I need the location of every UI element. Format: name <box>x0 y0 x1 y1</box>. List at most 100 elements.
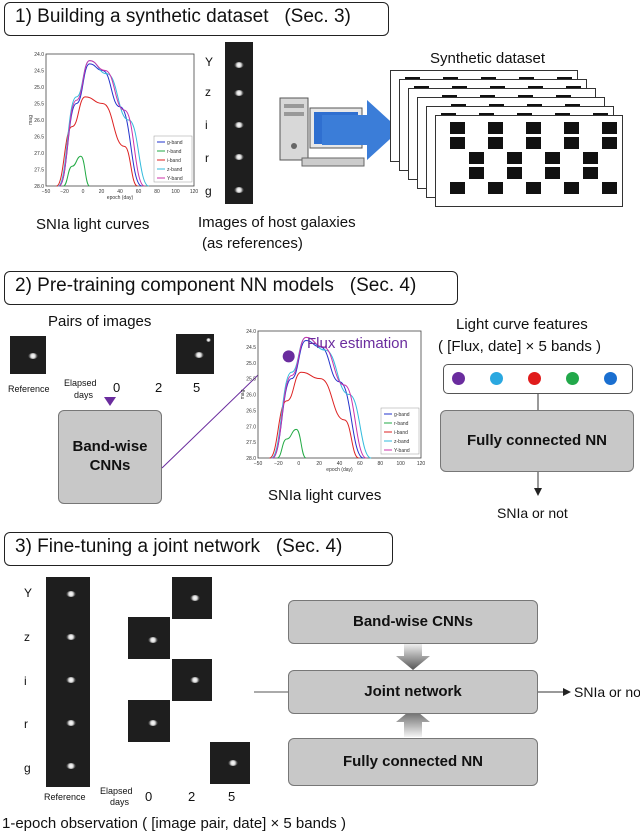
legend-item: g-band <box>167 140 183 146</box>
y-tick-label: 28.0 <box>246 456 256 462</box>
sec3-image-z-day0 <box>128 617 170 659</box>
y-tick-label: 24.0 <box>246 329 256 335</box>
y-tick-label: 25.0 <box>246 361 256 367</box>
x-tick-label: 120 <box>190 189 199 195</box>
x-tick-label: 20 <box>99 189 105 195</box>
y-tick-label: 25.5 <box>246 377 256 383</box>
y-tick-label: 28.0 <box>34 184 44 190</box>
x-axis-label: epoch (day) <box>326 467 353 473</box>
features-caption-1: Light curve features <box>456 316 588 333</box>
legend-item: Y-band <box>394 448 410 454</box>
fully-connected-nn-box: Fully connected NN <box>440 410 634 472</box>
feature-dot-Y <box>604 372 617 385</box>
sec3-image-Y-day5 <box>172 577 212 619</box>
x-tick-label: 120 <box>417 461 426 467</box>
legend-item: g-band <box>394 412 410 418</box>
x-axis-label: epoch (day) <box>107 195 134 201</box>
feature-dot-g <box>452 372 465 385</box>
x-tick-label: 80 <box>154 189 160 195</box>
sec3-band-wise-cnns-box: Band-wise CNNs <box>288 600 538 644</box>
y-tick-label: 26.0 <box>34 118 44 124</box>
sec3-output: SNIa or not <box>574 684 640 700</box>
y-tick-label: 24.0 <box>34 52 44 58</box>
legend-item: i-band <box>167 158 181 164</box>
elapsed-label-2: days <box>74 390 93 400</box>
x-tick-label: 0 <box>82 189 85 195</box>
host-galaxy-strip <box>225 42 253 204</box>
x-tick-label: 100 <box>396 461 405 467</box>
sec3-image-g-day5 <box>210 742 250 784</box>
synthetic-dataset-stack <box>390 70 640 220</box>
x-tick-label: 0 <box>297 461 300 467</box>
elapsed-label-1: Elapsed <box>64 378 97 388</box>
section3-title: 3) Fine-tuning a joint network (Sec. 4) <box>4 532 393 566</box>
sec3-band-Y: Y <box>24 586 32 600</box>
flux-estimate-dot <box>283 350 295 362</box>
legend-item: z-band <box>167 167 183 173</box>
sec1-host-caption-2: (as references) <box>202 235 303 252</box>
sec3-reference-label: Reference <box>44 792 86 802</box>
legend-item: z-band <box>394 439 410 445</box>
y-tick-label: 27.0 <box>246 424 256 430</box>
sec3-band-r: r <box>24 717 28 731</box>
sec3-day-5: 5 <box>228 789 235 804</box>
sec3-band-i: i <box>24 674 27 688</box>
sec3-image-r-day0 <box>128 700 170 742</box>
band-label-z: z <box>205 85 211 99</box>
legend-item: r-band <box>394 421 409 427</box>
y-tick-label: 27.5 <box>34 168 44 174</box>
x-tick-label: −20 <box>60 189 69 195</box>
sec3-elapsed-2: days <box>110 797 129 807</box>
section2-title: 2) Pre-training component NN models (Sec… <box>4 271 458 305</box>
sec3-band-z: z <box>24 630 30 644</box>
y-tick-label: 27.0 <box>34 151 44 157</box>
feature-dot-z <box>566 372 579 385</box>
pairs-of-images-caption: Pairs of images <box>48 313 151 330</box>
sec1-lc-caption: SNIa light curves <box>36 216 149 233</box>
x-tick-label: 60 <box>136 189 142 195</box>
features-box <box>443 364 633 394</box>
x-tick-label: 60 <box>357 461 363 467</box>
sec3-reference-strip <box>46 577 90 787</box>
band-label-g: g <box>205 184 212 198</box>
down-triangle-icon <box>104 397 116 407</box>
band-label-r: r <box>205 151 209 165</box>
section1-title: 1) Building a synthetic dataset (Sec. 3) <box>4 2 389 36</box>
pair-image <box>176 334 214 374</box>
legend-item: i-band <box>394 430 408 436</box>
y-tick-label: 27.5 <box>246 440 256 446</box>
y-tick-label: 24.5 <box>34 69 44 75</box>
band-label-Y: Y <box>205 55 213 69</box>
day-0: 0 <box>113 380 120 395</box>
y-tick-label: 26.5 <box>246 408 256 414</box>
sec3-fully-connected-box: Fully connected NN <box>288 738 538 786</box>
dataset-sheet <box>435 115 623 207</box>
y-axis-label: mag <box>28 115 34 125</box>
y-tick-label: 25.5 <box>34 102 44 108</box>
sec3-image-i-day2 <box>172 659 212 701</box>
legend-item: Y-band <box>167 176 183 182</box>
y-tick-label: 25.0 <box>34 85 44 91</box>
sec3-day-2: 2 <box>188 789 195 804</box>
reference-label: Reference <box>8 384 50 394</box>
band-wise-cnns-box: Band-wise CNNs <box>58 410 162 504</box>
reference-image <box>10 336 46 374</box>
sec2-lc-caption: SNIa light curves <box>268 487 381 504</box>
sec3-band-g: g <box>24 761 31 775</box>
day-5: 5 <box>193 380 200 395</box>
sec3-elapsed-1: Elapsed <box>100 786 133 796</box>
x-tick-label: 100 <box>171 189 180 195</box>
y-tick-label: 26.0 <box>246 393 256 399</box>
feature-dot-i <box>528 372 541 385</box>
y-tick-label: 26.5 <box>34 135 44 141</box>
features-caption-2: ( [Flux, date] × 5 bands ) <box>438 338 601 355</box>
flux-estimation-label: Flux estimation <box>307 335 408 352</box>
sec1-host-caption-1: Images of host galaxies <box>198 214 356 231</box>
y-axis-label: mag <box>240 389 246 399</box>
x-tick-label: 80 <box>377 461 383 467</box>
sec2-output: SNIa or not <box>497 505 568 521</box>
synthetic-dataset-caption: Synthetic dataset <box>430 50 545 67</box>
band-label-i: i <box>205 118 208 132</box>
sec3-day-0: 0 <box>145 789 152 804</box>
joint-network-box: Joint network <box>288 670 538 714</box>
